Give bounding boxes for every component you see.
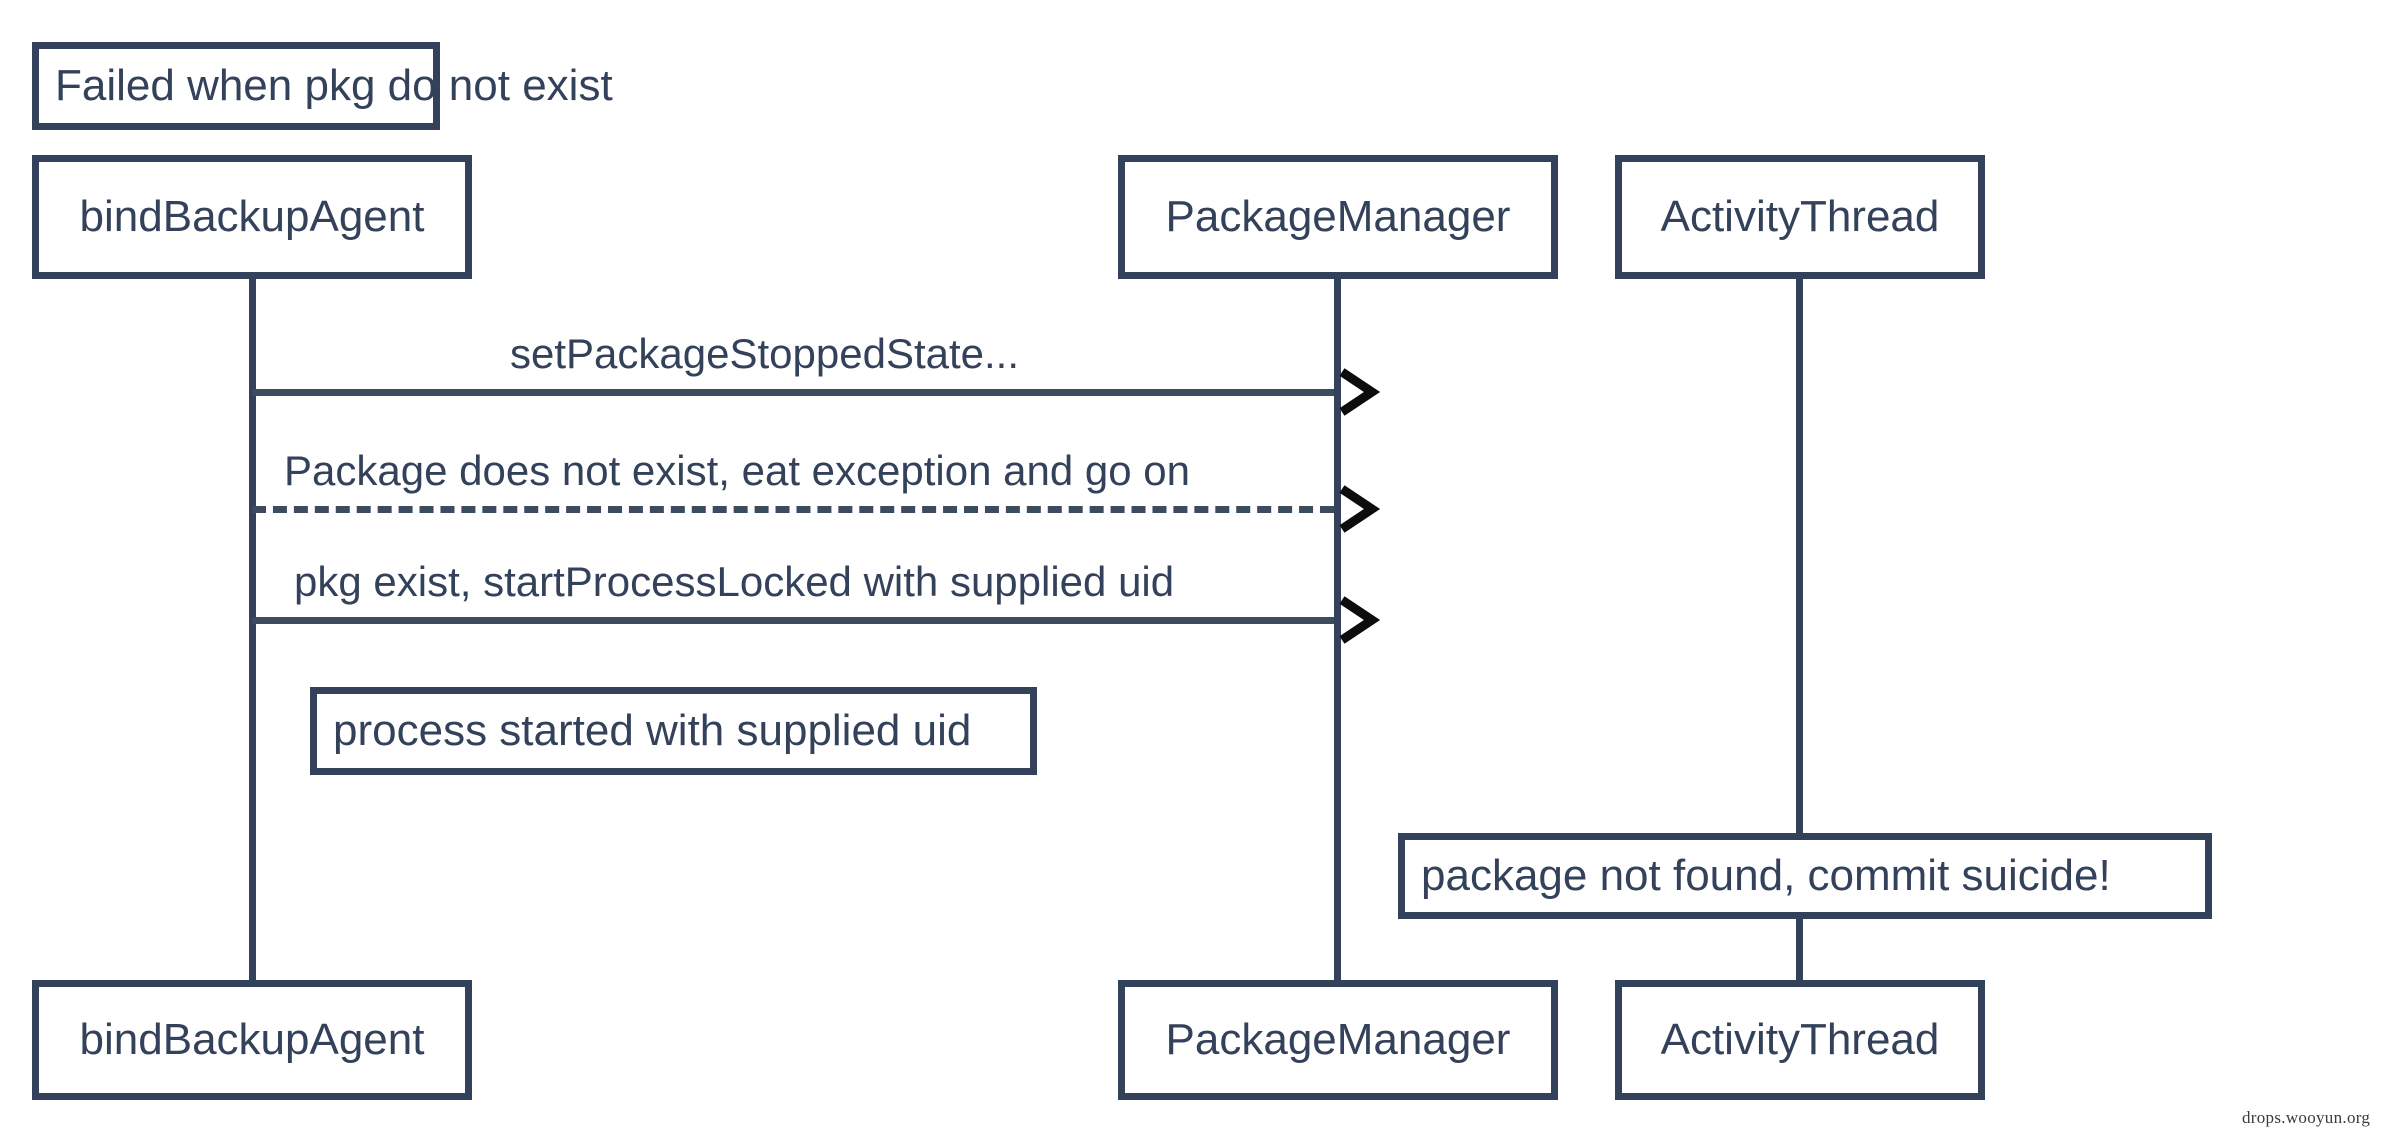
participant-label: PackageManager (1165, 192, 1511, 241)
lifeline-PackageManager (1334, 278, 1341, 984)
participant-footer-PackageManager[interactable]: PackageManager (1118, 980, 1558, 1100)
participant-footer-ActivityThread[interactable]: ActivityThread (1615, 980, 1985, 1100)
participant-header-PackageManager[interactable]: PackageManager (1118, 155, 1558, 279)
note-package-not-found: package not found, commit suicide! (1398, 833, 2212, 919)
message-line (252, 389, 1334, 396)
note-label: process started with supplied uid (333, 706, 972, 755)
message-line (252, 506, 1334, 513)
lifeline-ActivityThread (1796, 278, 1803, 984)
lifeline-bindBackupAgent (249, 278, 256, 984)
participant-label: ActivityThread (1660, 1015, 1940, 1064)
participant-label: bindBackupAgent (79, 192, 425, 241)
page-title: Failed when pkg do not exist (55, 61, 613, 110)
diagram-title-box: Failed when pkg do not exist (32, 42, 613, 130)
participant-header-ActivityThread[interactable]: ActivityThread (1615, 155, 1985, 279)
note-process-started: process started with supplied uid (310, 687, 1037, 775)
message-label: setPackageStoppedState... (510, 330, 1020, 377)
note-label: package not found, commit suicide! (1421, 851, 2111, 900)
participant-label: bindBackupAgent (79, 1015, 425, 1064)
participant-footer-bindBackupAgent[interactable]: bindBackupAgent (32, 980, 472, 1100)
participant-label: ActivityThread (1660, 192, 1940, 241)
participant-header-bindBackupAgent[interactable]: bindBackupAgent (32, 155, 472, 279)
message-label: Package does not exist, eat exception an… (284, 447, 1190, 494)
message-line (252, 617, 1334, 624)
watermark: drops.wooyun.org (2242, 1108, 2371, 1127)
message-label: pkg exist, startProcessLocked with suppl… (294, 558, 1175, 605)
participant-label: PackageManager (1165, 1015, 1511, 1064)
